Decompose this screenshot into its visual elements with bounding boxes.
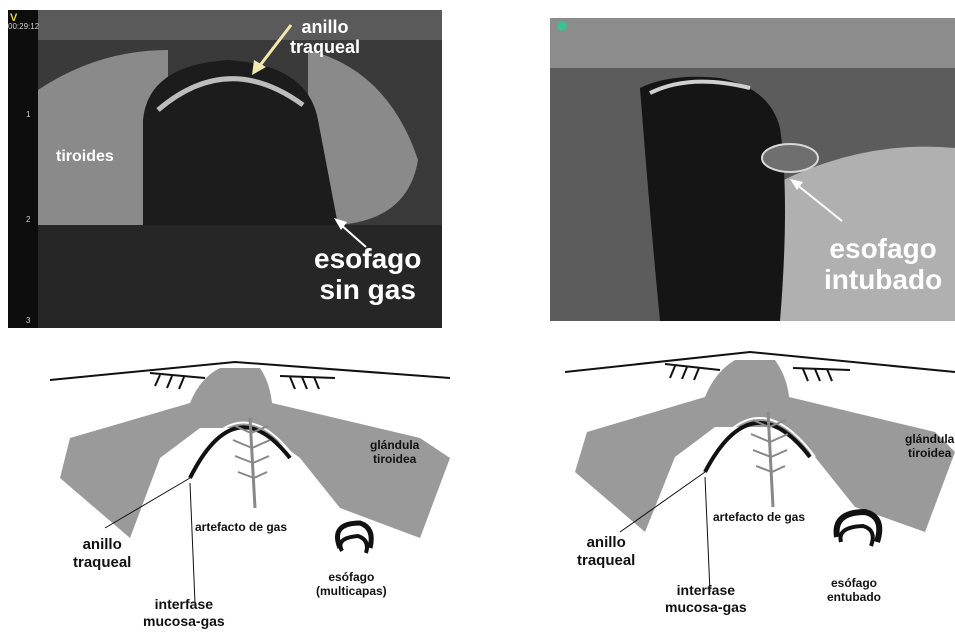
label-line: anillo [73, 536, 131, 554]
esophagus-intubated-label: esofago intubado [824, 234, 942, 296]
label-line: interfase [143, 596, 225, 613]
timestamp: 00:29:12 [8, 22, 39, 31]
ultrasound-left: V 00:29:12 1 2 3 anillo traqueal tiroide… [8, 10, 442, 328]
label-line: mucosa-gas [665, 599, 747, 616]
interface-label: interfase mucosa-gas [665, 582, 747, 616]
thyroid-gland-label: glándula tiroidea [905, 432, 954, 461]
label-line: traqueal [290, 38, 360, 58]
label-line: entubado [827, 590, 881, 604]
depth-tick: 2 [26, 215, 30, 224]
label-line: esófago [827, 576, 881, 590]
label-line: mucosa-gas [143, 613, 225, 630]
label-line: glándula [905, 432, 954, 446]
esophagus-label: esófago (multicapas) [316, 570, 387, 599]
label-line: anillo [577, 534, 635, 552]
tracheal-ring-label: anillo traqueal [73, 536, 131, 572]
esophagus-label: esófago entubado [827, 576, 881, 605]
esophagus-label: esofago sin gas [314, 244, 421, 306]
diagram-left-drawing [40, 348, 450, 628]
label-line: sin gas [314, 275, 421, 306]
label-line: traqueal [577, 552, 635, 570]
depth-tick: 1 [26, 110, 30, 119]
label-line: esofago [314, 244, 421, 275]
ultrasound-right: esofago intubado [550, 18, 955, 321]
interface-label: interfase mucosa-gas [143, 596, 225, 630]
tracheal-ring-label: anillo traqueal [577, 534, 635, 570]
diagram-left: glándula tiroidea artefacto de gas anill… [40, 348, 450, 628]
thyroid-gland-label: glándula tiroidea [370, 438, 419, 467]
label-line: (multicapas) [316, 584, 387, 598]
label-line: tiroidea [905, 446, 954, 460]
label-line: tiroidea [370, 452, 419, 466]
diagram-right-drawing [565, 342, 955, 628]
gas-artifact-label: artefacto de gas [195, 520, 287, 534]
label-line: interfase [665, 582, 747, 599]
thyroid-label: tiroides [56, 148, 114, 166]
tracheal-ring-label: anillo traqueal [290, 18, 360, 58]
label-line: traqueal [73, 554, 131, 572]
gas-artifact-label: artefacto de gas [713, 510, 805, 524]
depth-tick: 3 [26, 316, 30, 325]
label-line: esofago [824, 234, 942, 265]
label-line: glándula [370, 438, 419, 452]
label-line: intubado [824, 265, 942, 296]
label-line: anillo [290, 18, 360, 38]
label-line: esófago [316, 570, 387, 584]
diagram-right: glándula tiroidea artefacto de gas anill… [565, 342, 955, 628]
